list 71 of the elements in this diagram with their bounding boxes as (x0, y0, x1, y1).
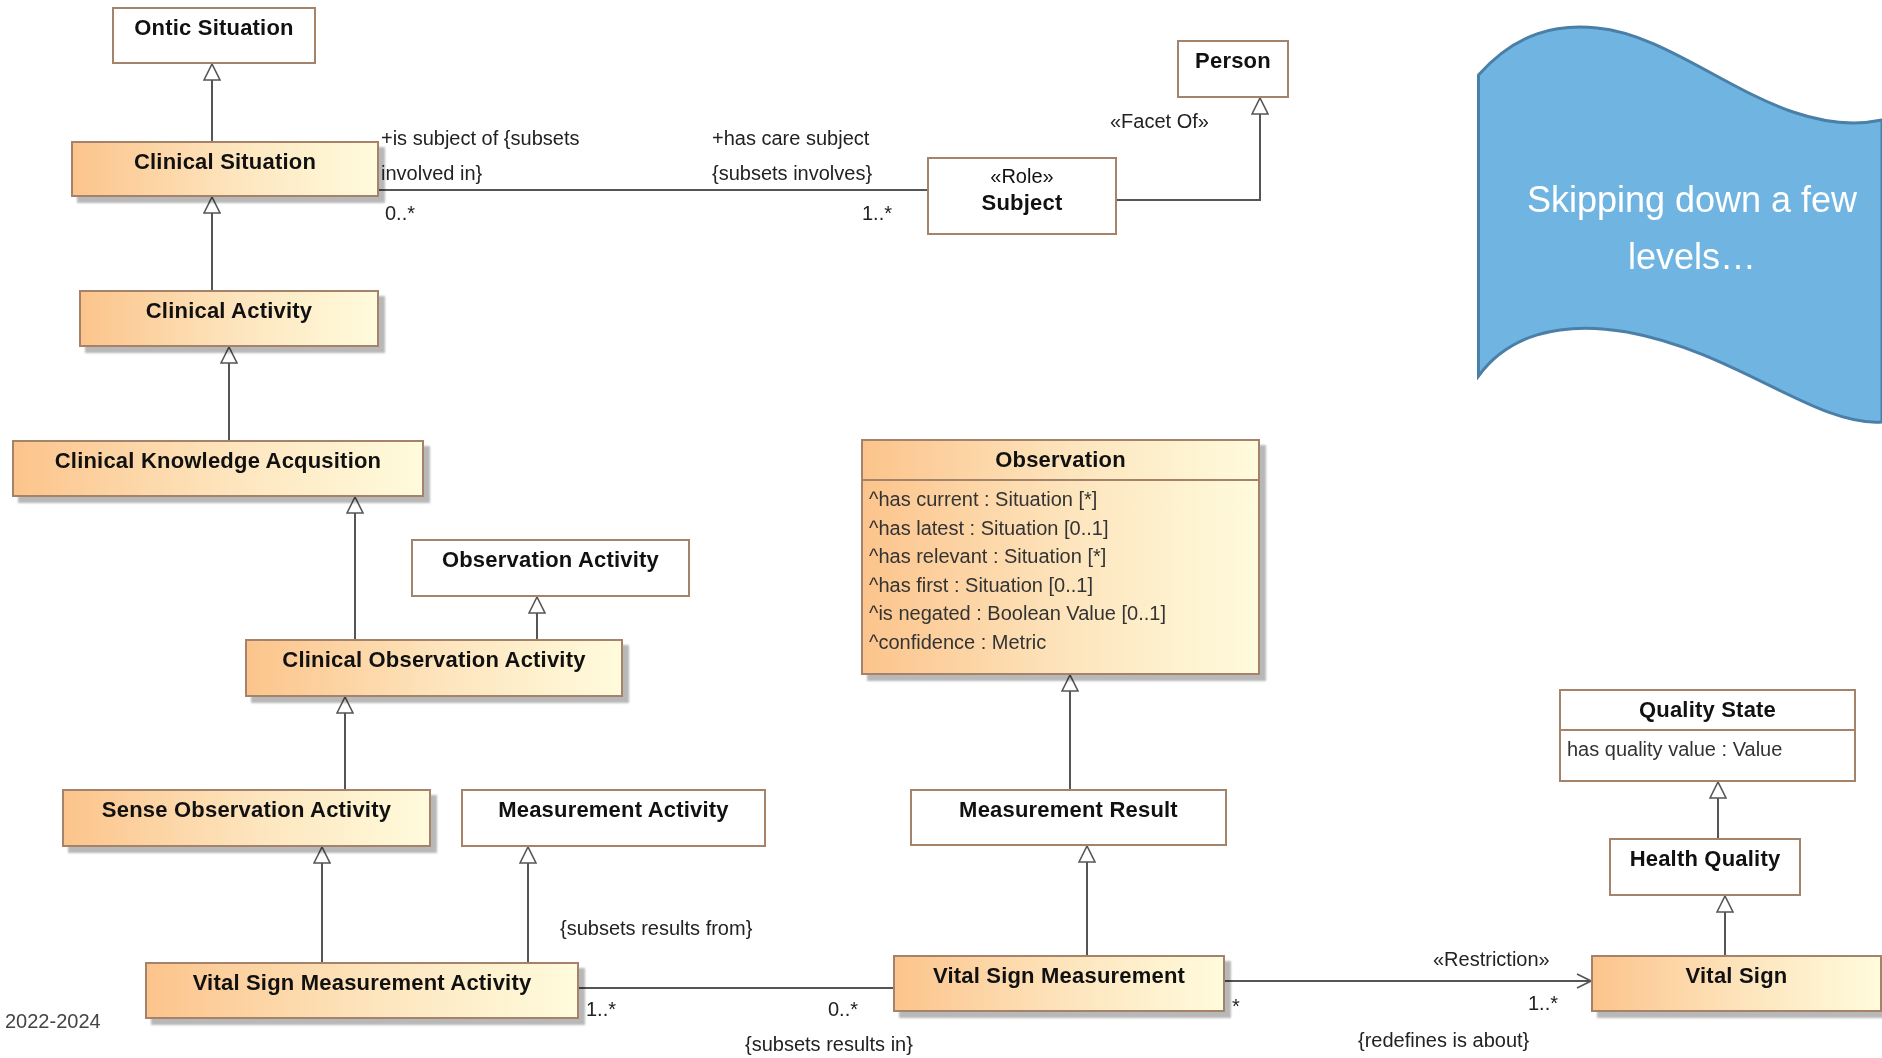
class-name: Clinical Activity (144, 297, 314, 324)
multiplicity: 1..* (862, 201, 893, 226)
attribute: ^has relevant : Situation [*] (869, 544, 1108, 569)
class-box (79, 290, 379, 347)
class-name: Observation (994, 446, 1127, 473)
class-box (893, 955, 1225, 1012)
multiplicity: 1..* (586, 997, 617, 1022)
generalization-arrow (313, 846, 331, 963)
class-box (1177, 40, 1289, 98)
generalization-arrow (1709, 781, 1727, 839)
class-name: Observation Activity (440, 546, 661, 573)
generalization-arrow (1061, 674, 1079, 790)
class-box (1609, 838, 1801, 896)
generalization-arrow (336, 696, 354, 790)
multiplicity: * (1232, 994, 1240, 1019)
multiplicity: 0..* (828, 997, 859, 1022)
generalization-arrow (519, 846, 537, 963)
class-name: Measurement Activity (497, 796, 730, 823)
role-label: +has care subject {subsets involves} (712, 126, 874, 186)
constraint-label: {subsets results from} (560, 916, 753, 941)
generalization-arrow (346, 496, 364, 640)
class-name: Clinical Situation (132, 148, 318, 175)
attribute: ^has first : Situation [0..1] (869, 572, 1094, 598)
generalization-arrow (203, 63, 221, 142)
association-line (378, 189, 928, 191)
class-box (1591, 955, 1882, 1012)
class-name: Vital Sign (1684, 962, 1789, 989)
multiplicity: 0..* (385, 201, 416, 226)
attribute: ^confidence : Metric (869, 629, 1048, 655)
attribute: ^is negated : Boolean Value [0..1] (869, 601, 1167, 626)
class-box (245, 639, 623, 697)
class-name: Vital Sign Measurement (931, 962, 1187, 989)
generalization-arrow (1078, 845, 1096, 956)
class-box (411, 539, 690, 597)
association-line (578, 987, 894, 989)
attribute: ^has current : Situation [*] (869, 487, 1099, 512)
class-box (1559, 689, 1856, 782)
class-name: Measurement Result (958, 796, 1179, 823)
dependency-arrow (1224, 973, 1592, 989)
banner-text: Skipping down a few levels… (1525, 178, 1859, 279)
class-name: Person (1194, 47, 1272, 74)
constraint-label: {redefines is about} (1358, 1028, 1530, 1053)
class-name: Quality State (1637, 696, 1778, 723)
class-box (62, 789, 431, 847)
class-name: Ontic Situation (133, 14, 295, 41)
generalization-arrow (1116, 97, 1269, 201)
attribute: has quality value : Value (1567, 737, 1784, 762)
generalization-arrow (528, 596, 546, 640)
constraint-label: {subsets results in} (745, 1032, 913, 1057)
generalization-arrow (1716, 895, 1734, 956)
class-name: Clinical Observation Activity (281, 646, 587, 673)
class-box (461, 789, 766, 847)
copyright-note: 2022-2024 (5, 1009, 101, 1034)
class-box (112, 7, 316, 64)
role-label: +is subject of {subsets involved in} (381, 126, 581, 186)
class-box (861, 439, 1260, 675)
stereotype: «Role» (989, 164, 1055, 188)
class-box (927, 157, 1117, 235)
attribute: ^has latest : Situation [0..1] (869, 515, 1110, 541)
class-name: Clinical Knowledge Acqusition (53, 447, 383, 474)
class-box (145, 962, 579, 1019)
class-name: Subject (980, 189, 1064, 216)
class-name: Sense Observation Activity (100, 796, 393, 823)
class-name: Health Quality (1628, 845, 1782, 872)
generalization-arrow (203, 196, 221, 291)
multiplicity: 1..* (1528, 991, 1559, 1016)
generalization-arrow (220, 346, 238, 441)
class-box (910, 789, 1227, 846)
class-box (12, 440, 424, 497)
class-box (71, 141, 379, 197)
class-name: Vital Sign Measurement Activity (191, 969, 533, 996)
